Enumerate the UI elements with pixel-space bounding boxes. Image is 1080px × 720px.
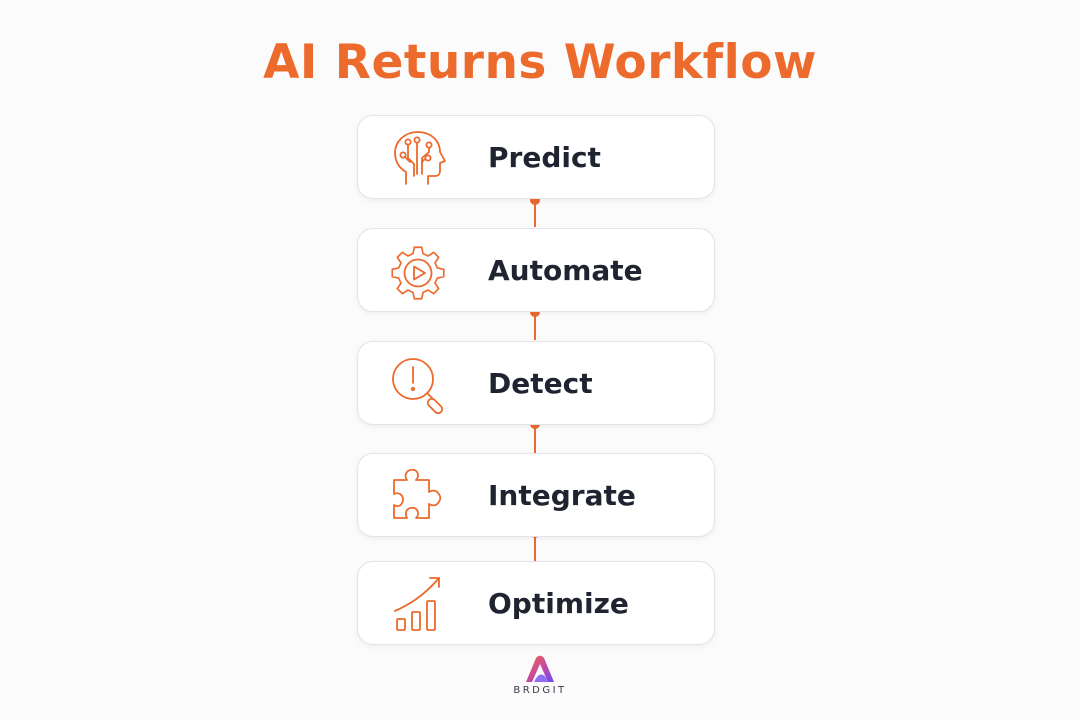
connector-line [534,199,536,227]
step-label-predict: Predict [488,141,601,174]
connector-dot [530,195,540,205]
brand-name: BRDGIT [513,685,567,696]
puzzle-piece-icon [388,466,448,526]
step-card-detect: Detect [357,341,715,425]
step-card-automate: Automate [357,228,715,312]
connector-dot [530,307,540,317]
connector-line [534,533,536,561]
brdgit-logo-icon [526,655,554,682]
connector-line [534,312,536,340]
step-label-optimize: Optimize [488,587,629,620]
step-label-detect: Detect [488,367,593,400]
connector-line [534,424,536,453]
brand-logo: BRDGIT [490,655,590,705]
step-card-optimize: Optimize [357,561,715,645]
gear-play-icon [388,241,448,301]
brain-circuit-head-icon [388,128,448,188]
step-card-integrate: Integrate [357,453,715,537]
page-title: AI Returns Workflow [263,35,817,90]
step-label-automate: Automate [488,254,643,287]
step-label-integrate: Integrate [488,479,636,512]
step-card-predict: Predict [357,115,715,199]
magnifier-alert-icon [388,354,448,414]
growth-chart-icon [388,574,448,634]
